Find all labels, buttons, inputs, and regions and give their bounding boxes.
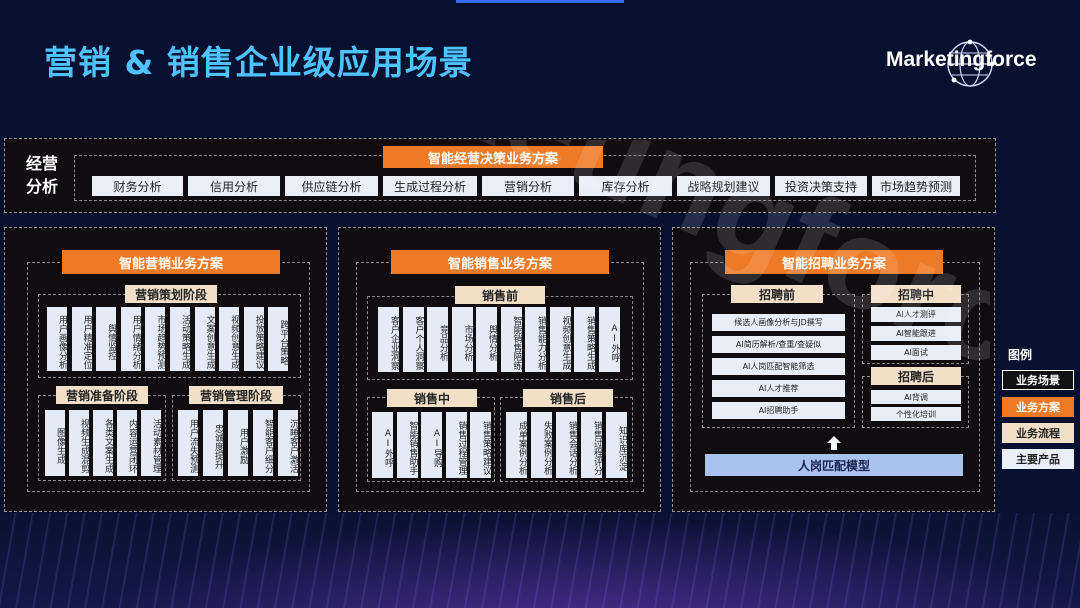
sales-mid-item: 销售过程管理 — [445, 412, 467, 478]
marketing-manage-item: 用户流失预测 — [178, 410, 198, 476]
marketing-planning-item: 视频创意生成 — [219, 307, 240, 371]
operations-item: 供应链分析 — [285, 176, 378, 196]
legend-item-product: 主要产品 — [1002, 449, 1074, 469]
recruit-mid-item: AI面试 — [871, 345, 961, 360]
marketing-planning-item: 活动策略生成 — [170, 307, 190, 371]
sales-pre-item: AI外呼 — [598, 307, 620, 372]
sales-post-item: 成单案例分析 — [506, 412, 527, 478]
sales-post-item: 知识库沉淀 — [606, 412, 627, 478]
sales-pre-item: 视频创意生成 — [549, 307, 571, 372]
marketing-head: 智能营销业务方案 — [62, 250, 280, 274]
operations-item: 库存分析 — [579, 176, 672, 196]
recruit-pre-item: AI招聘助手 — [712, 402, 845, 419]
sales-mid-item: AI导购 — [421, 412, 442, 478]
background-lines — [0, 513, 1080, 608]
globe-icon — [947, 39, 995, 87]
recruit-model-bar: 人岗匹配模型 — [705, 454, 963, 476]
recruit-post-head: 招聘后 — [871, 367, 961, 385]
operations-item: 市场趋势预测 — [872, 176, 960, 196]
marketing-prep-item: 视频生成混剪 — [69, 410, 89, 476]
arrow-up-icon — [827, 436, 841, 450]
operations-item: 战略规划建议 — [677, 176, 770, 196]
operations-item: 生成过程分析 — [383, 176, 477, 196]
recruit-mid-item: AI人才测评 — [871, 307, 961, 322]
background-glow — [0, 498, 1080, 608]
marketing-manage-item: 忠诚度提升 — [203, 410, 223, 476]
sales-mid-item: 智能销售助手 — [396, 412, 418, 478]
recruit-pre-item: AI人岗匹配智能筛选 — [712, 358, 845, 375]
marketing-prep-item: 活动素材管理 — [141, 410, 161, 476]
page-title: 营销 & 销售企业级应用场景 — [44, 43, 473, 82]
marketing-planning-item: 文案创意生成 — [194, 307, 215, 371]
marketing-prep-item: 各类文案生成 — [93, 410, 113, 476]
marketing-planning-head: 营销策划阶段 — [125, 285, 217, 303]
operations-item: 财务分析 — [92, 176, 183, 196]
marketing-manage-item: 智能客户细分 — [253, 410, 273, 476]
marketing-prep-head: 营销准备阶段 — [56, 386, 148, 404]
sales-post-item: 失败案例分析 — [531, 412, 552, 478]
sales-post-item: 销售过程评分 — [581, 412, 602, 478]
marketing-planning-item: 用户画像分析 — [47, 307, 67, 371]
marketing-planning-item: 舆情监控 — [96, 307, 117, 371]
legend-title: 图例 — [1008, 348, 1033, 362]
recruit-mid-item: AI智能跟进 — [871, 326, 961, 341]
marketing-prep-item: 图像生成 — [45, 410, 65, 476]
recruit-pre-head: 招聘前 — [731, 285, 823, 303]
marketing-prep-item: 内容运营闭环 — [117, 410, 137, 476]
marketing-manage-item: 用户激励 — [228, 410, 248, 476]
operations-head: 智能经营决策业务方案 — [383, 146, 603, 168]
recruit-head: 智能招聘业务方案 — [725, 250, 943, 274]
marketing-planning-item: 市场趋势预测 — [145, 307, 166, 371]
recruit-post-item: 个性化培训 — [871, 407, 961, 421]
operations-item: 投资决策支持 — [775, 176, 867, 196]
recruit-pre-item: AI人才推荐 — [712, 380, 845, 397]
sales-post-head: 销售后 — [523, 389, 613, 407]
sales-post-item: 销售会话分析 — [556, 412, 577, 478]
marketing-planning-item: 用户精准定位 — [71, 307, 92, 371]
top-accent-bar — [456, 0, 624, 3]
logo-text: Marketingforce — [886, 48, 1037, 71]
operations-side-label: 经营 分析 — [25, 154, 58, 196]
sales-head: 智能销售业务方案 — [391, 250, 609, 274]
sales-mid-item: AI外呼 — [372, 412, 393, 478]
sales-pre-head: 销售前 — [455, 286, 545, 304]
marketing-planning-item: 投放策略建议 — [243, 307, 264, 371]
marketing-manage-item: 沉睡客户激活 — [278, 410, 298, 476]
sales-pre-item: 销售能力分析 — [525, 307, 546, 372]
legend-item-solution: 业务方案 — [1002, 397, 1074, 417]
sales-pre-item: 舆情分析 — [476, 307, 497, 372]
sales-pre-item: 市场分析 — [451, 307, 473, 372]
sales-pre-item: 客户企业洞察 — [378, 307, 399, 372]
sales-pre-item: 竞品分析 — [427, 307, 448, 372]
brand-logo: Marketingforce — [880, 36, 1060, 96]
marketing-planning-item: 用户情绪分析 — [120, 307, 141, 371]
sales-pre-item: 销售策略生成 — [574, 307, 595, 372]
recruit-mid-head: 招聘中 — [871, 285, 961, 303]
legend-item-flow: 业务流程 — [1002, 423, 1074, 443]
legend-item-scenario: 业务场景 — [1002, 370, 1074, 390]
sales-pre-item: 智能销售陪练 — [500, 307, 522, 372]
marketing-manage-head: 营销管理阶段 — [189, 386, 283, 404]
sales-pre-item: 客户个人洞察 — [402, 307, 424, 372]
sales-mid-head: 销售中 — [387, 389, 477, 407]
operations-item: 营销分析 — [482, 176, 574, 196]
marketing-planning-item: 跨平台策略 — [268, 307, 289, 371]
sales-mid-item: 销售策略建议 — [470, 412, 491, 478]
recruit-pre-item: 候选人画像分析与JD撰写 — [712, 314, 845, 331]
recruit-post-item: AI背调 — [871, 390, 961, 404]
recruit-pre-item: AI简历解析/查重/查疑似 — [712, 336, 845, 353]
operations-item: 信用分析 — [188, 176, 280, 196]
